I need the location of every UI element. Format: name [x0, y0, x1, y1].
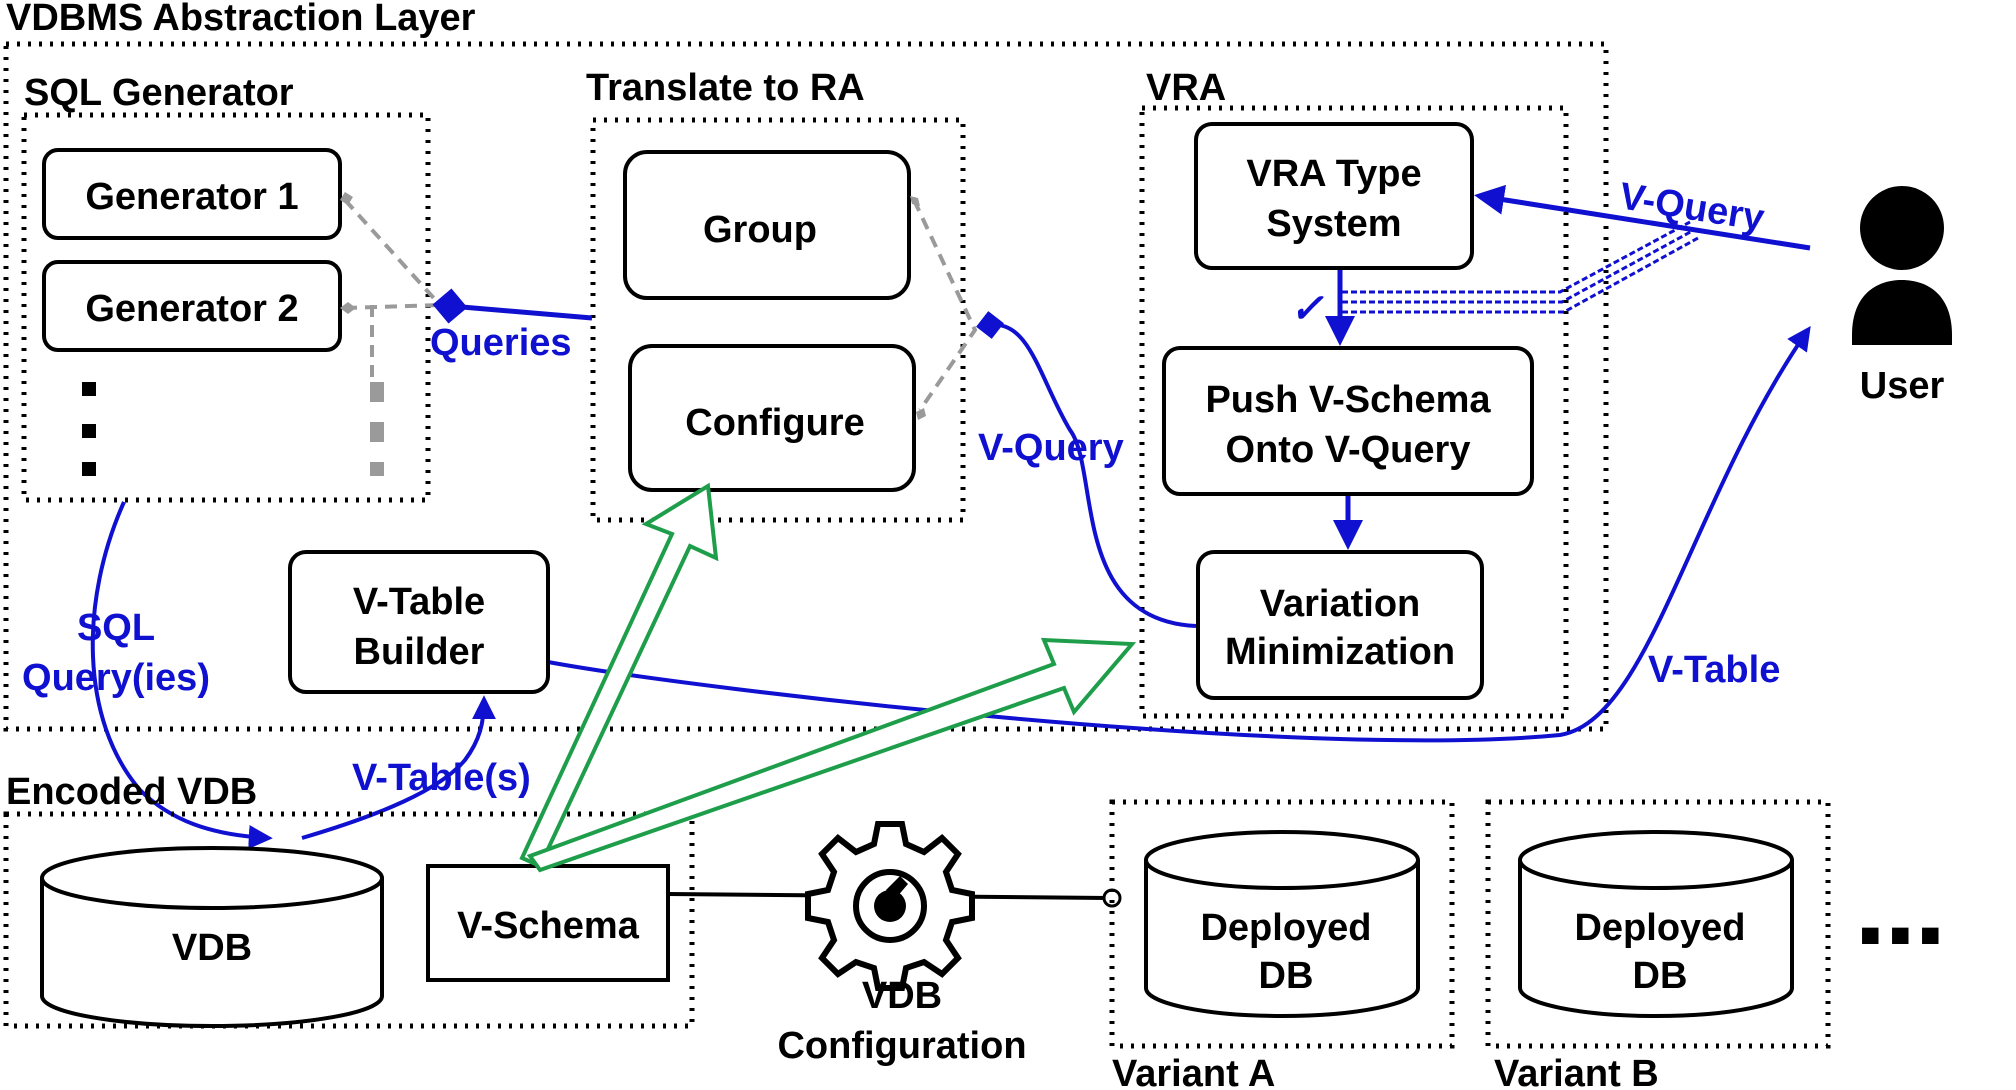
more-variants-ellipsis: ■ ■ ■	[1860, 916, 1941, 954]
user-icon	[1852, 186, 1952, 345]
user-vquery-edge	[1474, 184, 1811, 251]
translate-title: Translate to RA	[586, 67, 865, 109]
variant-b-label: Variant B	[1494, 1053, 1659, 1090]
config-line1: VDB	[862, 975, 942, 1017]
vquery-mid-label: V-Query	[978, 427, 1124, 469]
push-vschema-line2: Onto V-Query	[1226, 429, 1471, 471]
sql-generator-frame	[21, 112, 431, 503]
config-line2: Configuration	[777, 1025, 1026, 1067]
variant-a-label: Variant A	[1112, 1053, 1275, 1090]
generator-2-box	[42, 260, 342, 352]
vra-type-system-line2: System	[1266, 203, 1401, 245]
deployed-db-b-line1: Deployed	[1574, 907, 1745, 949]
vtable-label: V-Table	[1648, 649, 1780, 691]
vschema-box	[426, 864, 670, 982]
translate-gray-connector	[912, 199, 978, 412]
vtable-builder-box	[288, 550, 550, 694]
push-vschema-box	[1162, 346, 1534, 496]
push-vschema-line1: Push V-Schema	[1205, 379, 1491, 421]
config-endpoint	[1102, 888, 1122, 908]
deployed-db-b-cylinder	[1518, 830, 1794, 1018]
vra-title: VRA	[1146, 67, 1226, 109]
queries-edge	[432, 288, 593, 324]
type-check-mark: ✓	[1290, 287, 1324, 331]
vtable-to-user-edge	[547, 326, 1811, 743]
vra-type-system-line1: VRA Type	[1246, 153, 1421, 195]
generator-1-label: Generator 1	[85, 176, 298, 218]
configure-box	[628, 344, 916, 492]
abstraction-layer-title: VDBMS Abstraction Layer	[6, 0, 476, 39]
sql-query-line2: Query(ies)	[22, 657, 210, 699]
configure-label: Configure	[685, 402, 864, 444]
generator-ellipsis-gray	[370, 382, 384, 476]
vschema-label: V-Schema	[457, 905, 640, 947]
user-label: User	[1860, 365, 1945, 407]
variant-b-frame	[1485, 799, 1831, 1049]
vtable-builder-line2: Builder	[354, 631, 485, 673]
type-check-response-lines	[1342, 220, 1699, 314]
gear-icon	[805, 821, 975, 991]
vra-frame	[1139, 105, 1569, 719]
deployed-db-b-line2: DB	[1633, 955, 1688, 997]
generator-2-label: Generator 2	[85, 288, 298, 330]
sql-query-edge	[90, 501, 273, 849]
sql-generator-title: SQL Generator	[24, 72, 294, 114]
encoded-vdb-title: Encoded VDB	[6, 771, 257, 813]
vdb-label: VDB	[172, 927, 252, 969]
generator-1-box	[42, 148, 342, 240]
minimization-to-translate-edge	[976, 311, 1197, 628]
generator-gray-connector	[343, 198, 442, 380]
encoded-vdb-frame	[3, 811, 695, 1029]
deployed-db-a-line2: DB	[1259, 955, 1314, 997]
vtables-label: V-Table(s)	[352, 757, 531, 799]
group-label: Group	[703, 209, 817, 251]
vschema-to-configure-arrow	[519, 482, 719, 869]
sql-query-line1: SQL	[77, 607, 155, 649]
generator-ellipsis-black	[82, 382, 96, 476]
group-box	[623, 150, 911, 300]
variation-minimization-line1: Variation	[1260, 583, 1421, 625]
variation-minimization-line2: Minimization	[1225, 631, 1455, 673]
vra-type-system-box	[1194, 122, 1474, 270]
queries-label: Queries	[430, 322, 572, 364]
vschema-to-vra-arrow	[526, 637, 1137, 873]
deployed-db-a-line1: Deployed	[1200, 907, 1371, 949]
vdb-cylinder	[40, 846, 384, 1028]
vtables-edge	[301, 695, 496, 840]
vtable-builder-line1: V-Table	[353, 581, 485, 623]
variant-a-frame	[1109, 799, 1455, 1049]
variation-minimization-box	[1196, 550, 1484, 700]
deployed-db-a-cylinder	[1144, 830, 1420, 1018]
